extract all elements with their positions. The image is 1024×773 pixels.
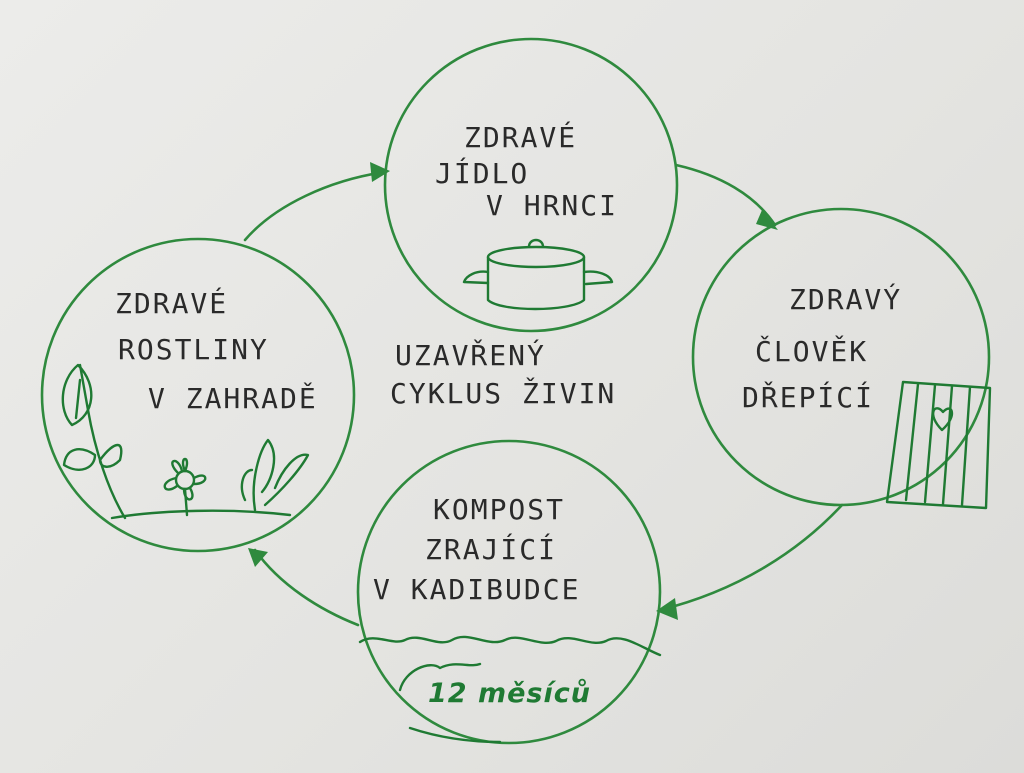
arrow-compost-to-plants — [253, 548, 360, 627]
node-person-line-3: DŘEPÍCÍ — [742, 381, 875, 414]
compost-duration: 12 měsíců — [428, 678, 591, 709]
arrow-person-to-compost — [658, 503, 844, 612]
node-circle-compost — [356, 439, 662, 745]
node-compost-line-3: V KADIBUDCE — [373, 573, 581, 606]
arrow-plants-to-food — [243, 170, 387, 242]
outhouse-door-icon — [885, 380, 992, 510]
arrowhead-plants-to-food — [370, 162, 390, 182]
node-food-line-3: V HRNCI — [486, 189, 619, 222]
node-food-line-1: ZDRAVÉ — [464, 121, 578, 154]
node-compost-line-1: KOMPOST — [433, 493, 566, 526]
arrow-food-to-person — [674, 163, 777, 227]
arrowhead-food-to-person — [756, 210, 778, 230]
node-circle-plants — [40, 237, 356, 553]
node-person-line-2: ČLOVĚK — [755, 335, 869, 368]
node-plants-line-1: ZDRAVÉ — [115, 287, 229, 320]
center-label-line-1: UZAVŘENÝ — [395, 339, 546, 372]
node-compost-line-2: ZRAJÍCÍ — [425, 533, 558, 566]
plants-icon — [61, 363, 310, 520]
node-food-line-2: JÍDLO — [435, 157, 530, 190]
arrowhead-compost-to-plants — [248, 548, 268, 567]
compost-mound-icon — [358, 635, 662, 744]
center-label-line-2: CYKLUS ŽIVIN — [390, 377, 617, 410]
node-circle-food — [383, 37, 679, 333]
node-plants-line-3: V ZAHRADĚ — [148, 382, 318, 415]
cycle-arrow-icon — [243, 162, 844, 627]
cooking-pot-icon — [462, 238, 614, 311]
node-plants-line-2: ROSTLINY — [118, 333, 269, 366]
arrowhead-person-to-compost — [656, 598, 678, 620]
node-person-line-1: ZDRAVÝ — [789, 283, 903, 316]
